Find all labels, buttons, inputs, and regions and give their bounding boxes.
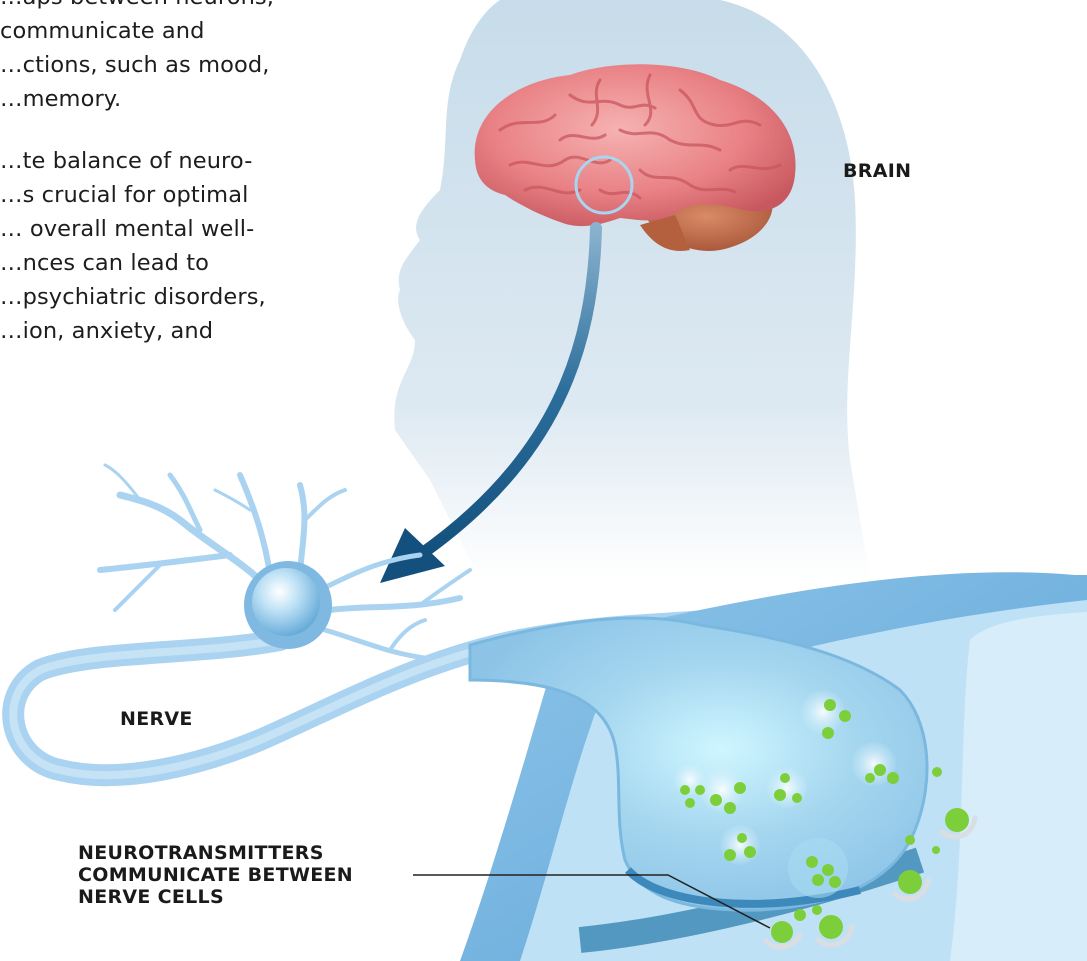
- intro-paragraph: …aps between neurons, communicate and …c…: [0, 0, 296, 116]
- vesicle: [767, 768, 807, 808]
- balance-paragraph: …te balance of neuro- …s crucial for opt…: [0, 144, 296, 348]
- vesicle-fusing: [788, 838, 848, 898]
- vesicle: [720, 825, 760, 865]
- nerve-label: NERVE: [120, 708, 193, 730]
- neurotransmitters-label: NEUROTRANSMITTERS COMMUNICATE BETWEEN NE…: [78, 842, 353, 908]
- brain-label: BRAIN: [843, 160, 911, 182]
